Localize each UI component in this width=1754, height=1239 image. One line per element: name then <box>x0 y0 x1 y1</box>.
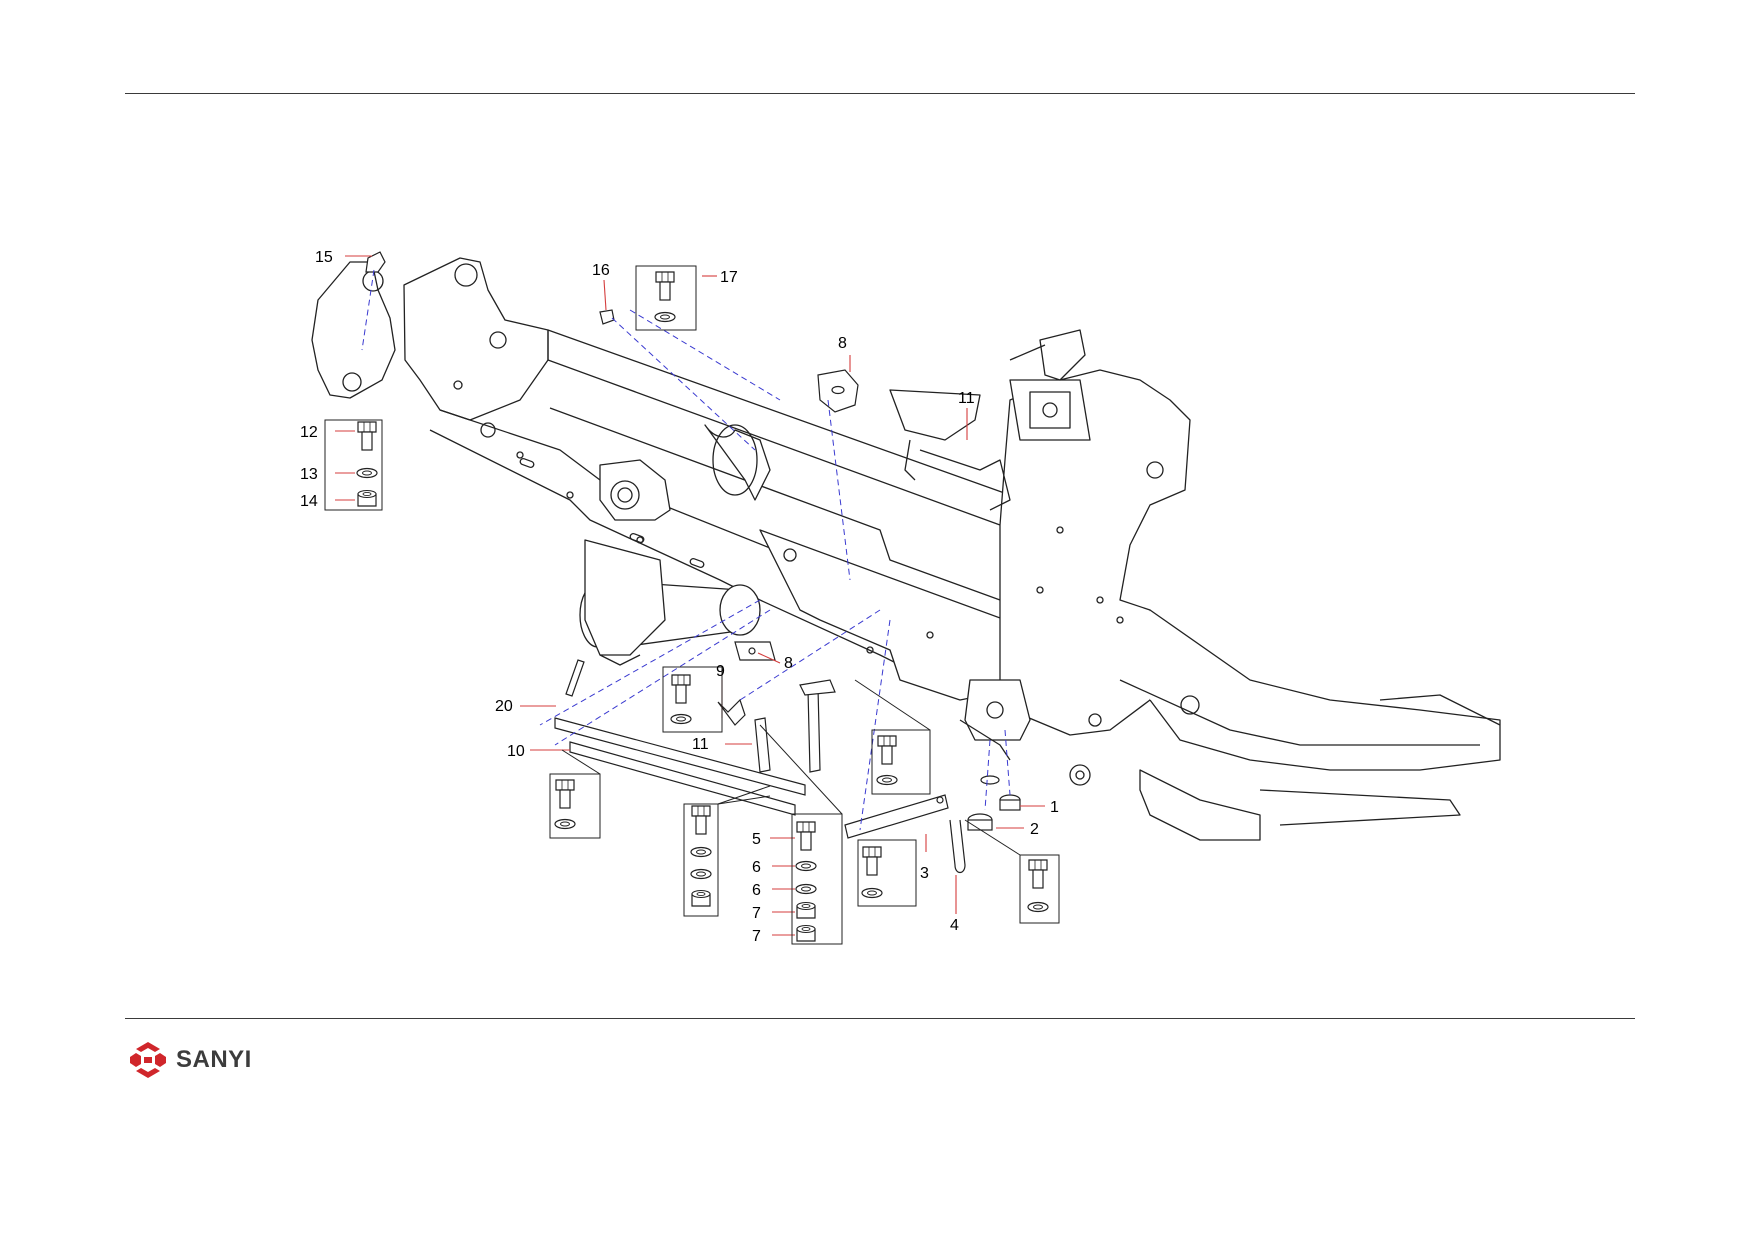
hardware-box-2 <box>1019 854 1060 924</box>
callout-5: 5 <box>752 831 761 848</box>
callout-10: 8 <box>838 335 847 352</box>
part-17 <box>365 251 386 273</box>
part-18 <box>599 309 615 325</box>
callout-18: 16 <box>592 262 610 279</box>
hardware-box-5-7 <box>791 813 843 945</box>
hardware-box-rail <box>683 803 719 917</box>
part-4 <box>949 819 966 874</box>
callout-17: 15 <box>315 249 333 266</box>
callout-19: 17 <box>720 269 738 286</box>
header-rule <box>125 93 1635 94</box>
hardware-connectors <box>561 679 1021 856</box>
hardware-box-12 <box>549 773 601 839</box>
footer-rule <box>125 1018 1635 1019</box>
callout-8: 8 <box>784 655 793 672</box>
callout-labels: 15 16 17 8 11 12 13 14 8 9 20 11 10 5 6 … <box>300 249 1059 945</box>
chassis-frame <box>311 257 1501 841</box>
callout-15: 13 <box>300 466 318 483</box>
hardware-box-3 <box>857 839 917 907</box>
callout-6a: 6 <box>752 859 761 876</box>
callout-7a: 7 <box>752 905 761 922</box>
callout-14: 12 <box>300 424 318 441</box>
callout-1: 1 <box>1050 799 1059 816</box>
callout-20: 20 <box>495 698 513 715</box>
callout-3: 3 <box>920 865 929 882</box>
callout-13: 11 <box>958 390 975 407</box>
part-11 <box>754 717 771 773</box>
hardware-box-11 <box>871 729 931 795</box>
sanyi-logo-icon <box>130 1042 166 1078</box>
hardware-box-19 <box>635 265 697 331</box>
hardware-box-14-16 <box>324 419 383 511</box>
brand-name: SANYI <box>176 1046 252 1073</box>
part-9 <box>717 698 746 726</box>
callout-11: 11 <box>692 736 709 753</box>
callout-2: 2 <box>1030 821 1039 838</box>
callout-7b: 7 <box>752 928 761 945</box>
callout-12: 10 <box>507 743 525 760</box>
callout-16: 14 <box>300 493 318 510</box>
part-20 <box>565 659 585 697</box>
hardware-box-8 <box>662 666 723 733</box>
callout-4: 4 <box>950 917 959 934</box>
assembly-lines <box>361 269 1011 831</box>
callout-9: 9 <box>716 663 725 680</box>
callout-6b: 6 <box>752 882 761 899</box>
brand-logo: SANYI <box>126 1040 252 1080</box>
part-3 <box>844 794 949 839</box>
part-12 <box>554 717 806 796</box>
